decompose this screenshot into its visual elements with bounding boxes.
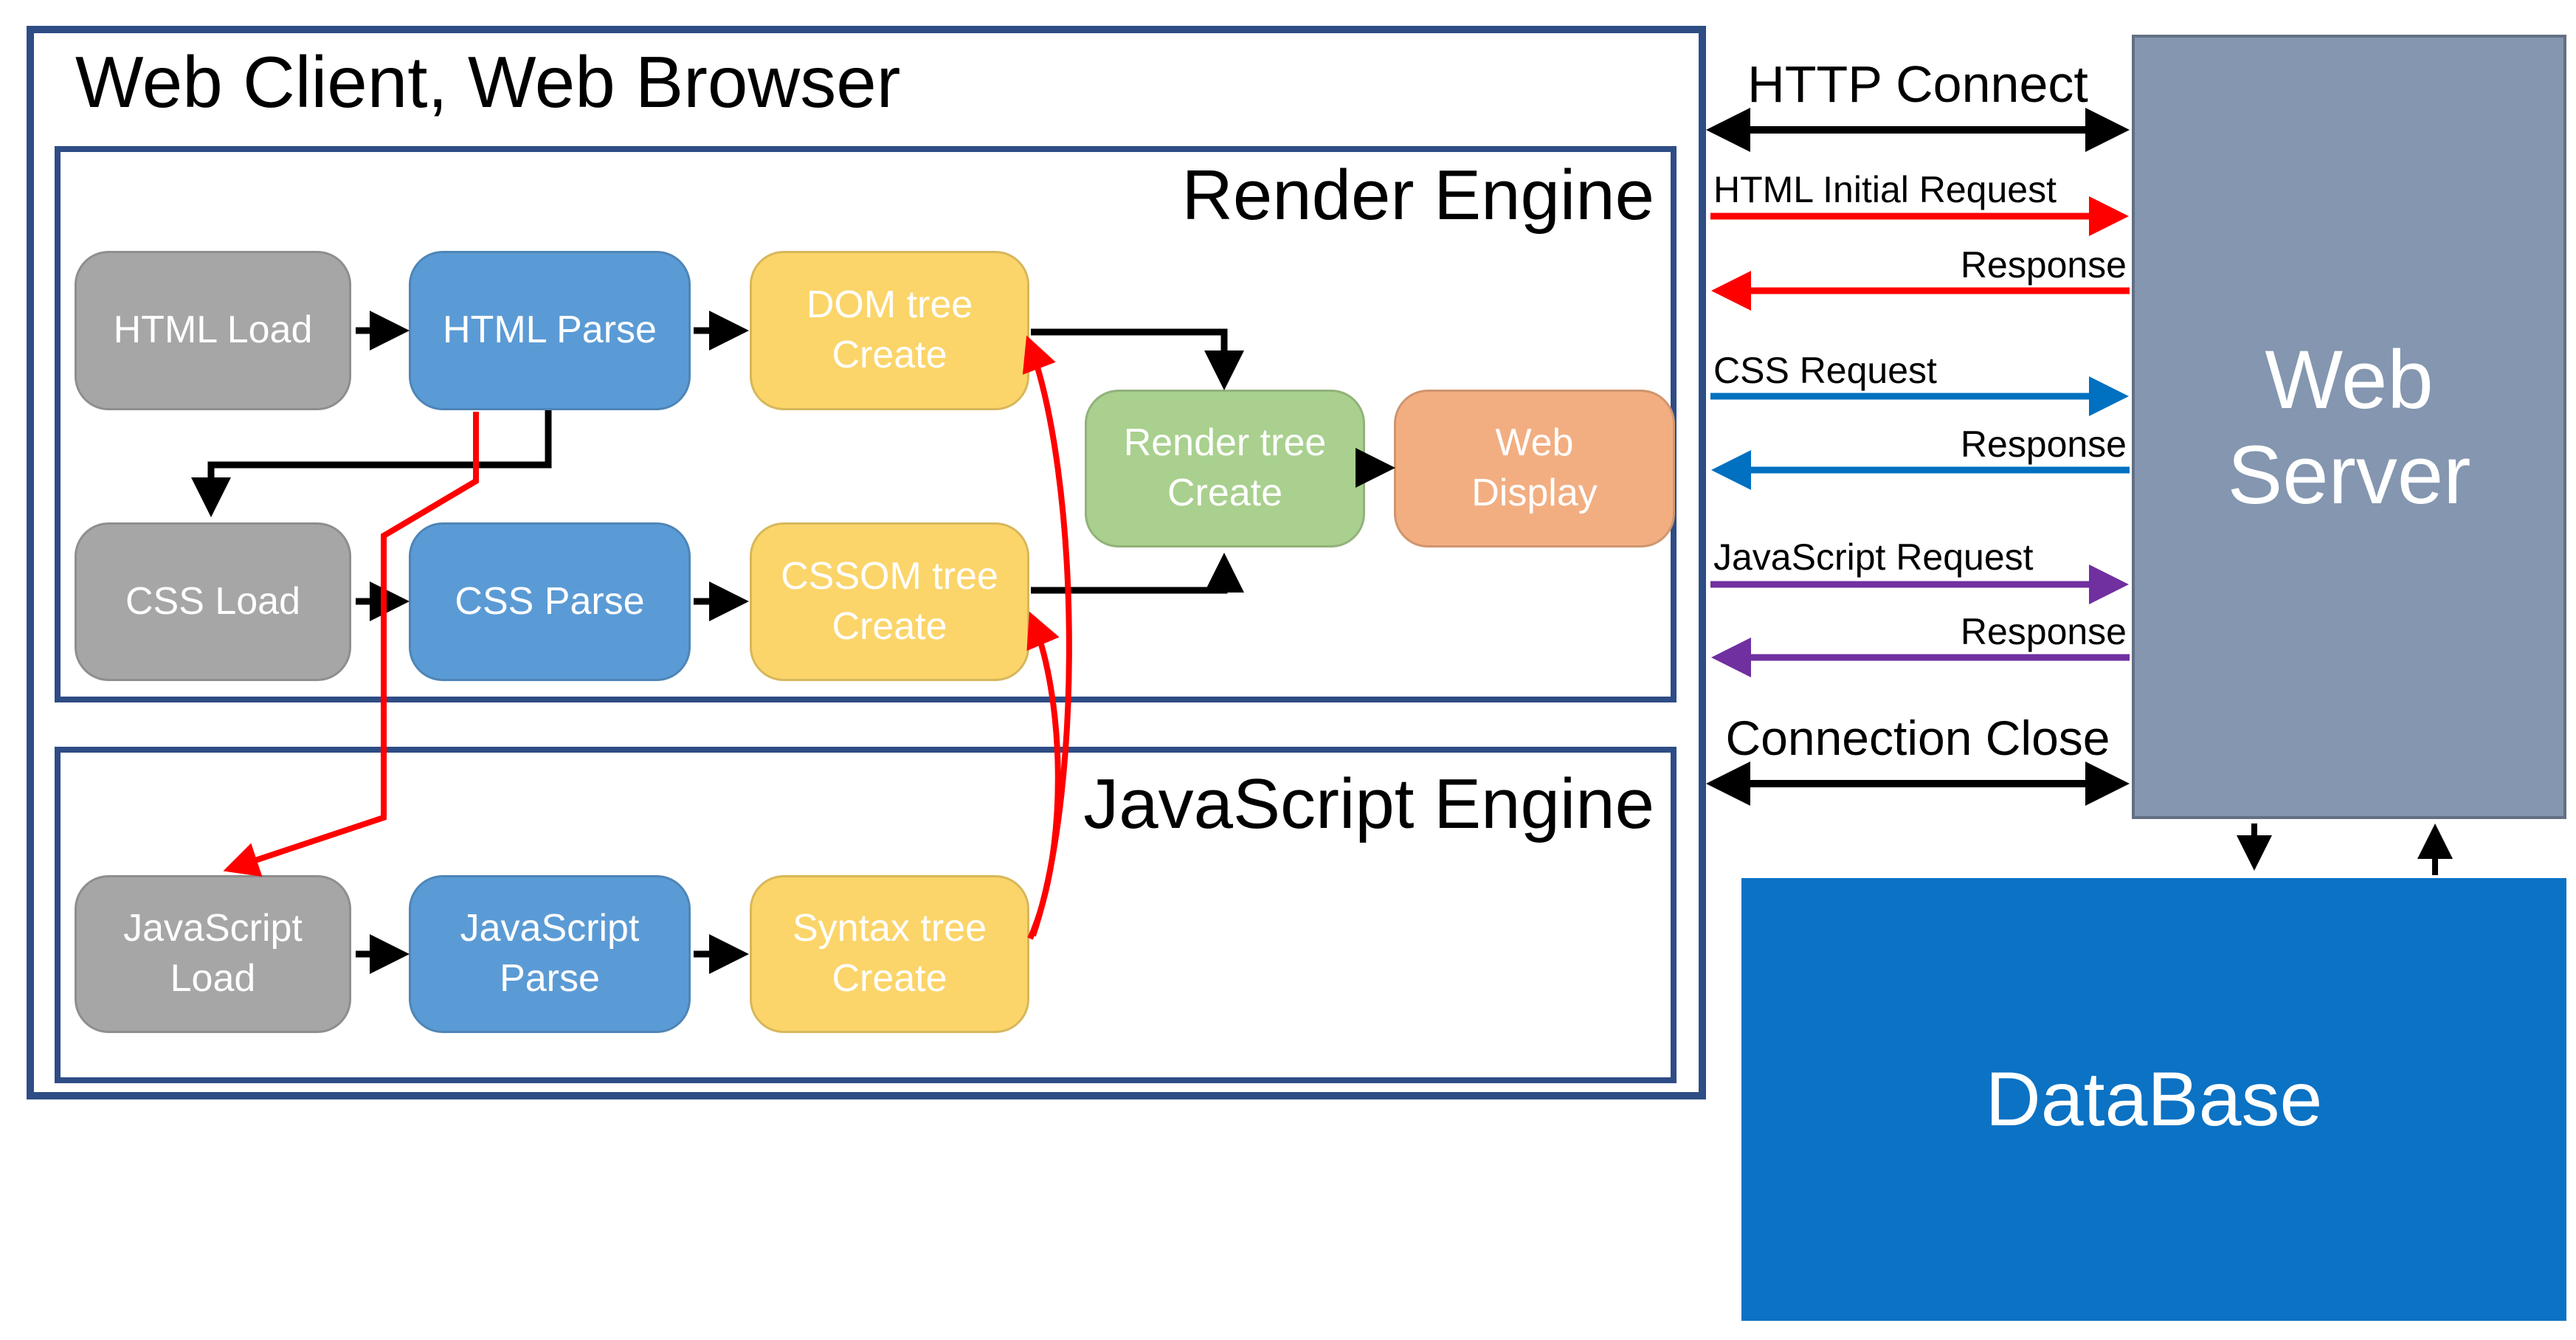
html-initial-request-label: HTML Initial Request: [1713, 169, 2057, 210]
database-box: DataBase: [1741, 878, 2566, 1321]
javascript-engine-label: JavaScript Engine: [1083, 764, 1654, 843]
javascript-engine-frame: [55, 747, 1677, 1083]
connection-close-label: Connection Close: [1725, 711, 2110, 765]
node-css-load: CSS Load: [75, 522, 351, 681]
node-render-tree-create: Render tree Create: [1085, 390, 1365, 548]
css-request-label: CSS Request: [1713, 350, 1937, 391]
javascript-response-label: Response: [1960, 611, 2127, 652]
node-html-parse: HTML Parse: [409, 251, 691, 410]
javascript-request-label: JavaScript Request: [1713, 536, 2034, 578]
node-syntax-tree-create: Syntax tree Create: [750, 875, 1029, 1033]
node-javascript-load: JavaScript Load: [75, 875, 351, 1033]
node-javascript-parse: JavaScript Parse: [409, 875, 691, 1033]
css-response-label: Response: [1960, 424, 2127, 465]
node-html-load: HTML Load: [75, 251, 351, 410]
web-server-box: Web Server: [2132, 35, 2566, 819]
node-cssom-tree-create: CSSOM tree Create: [750, 522, 1029, 681]
web-client-title: Web Client, Web Browser: [75, 41, 901, 122]
render-engine-label: Render Engine: [1181, 156, 1654, 235]
node-dom-tree-create: DOM tree Create: [750, 251, 1029, 410]
node-web-display: Web Display: [1394, 390, 1675, 548]
node-css-parse: CSS Parse: [409, 522, 691, 681]
html-response-label: Response: [1960, 244, 2127, 286]
web-client-frame: [27, 26, 1706, 1099]
http-connect-label: HTTP Connect: [1747, 55, 2088, 113]
